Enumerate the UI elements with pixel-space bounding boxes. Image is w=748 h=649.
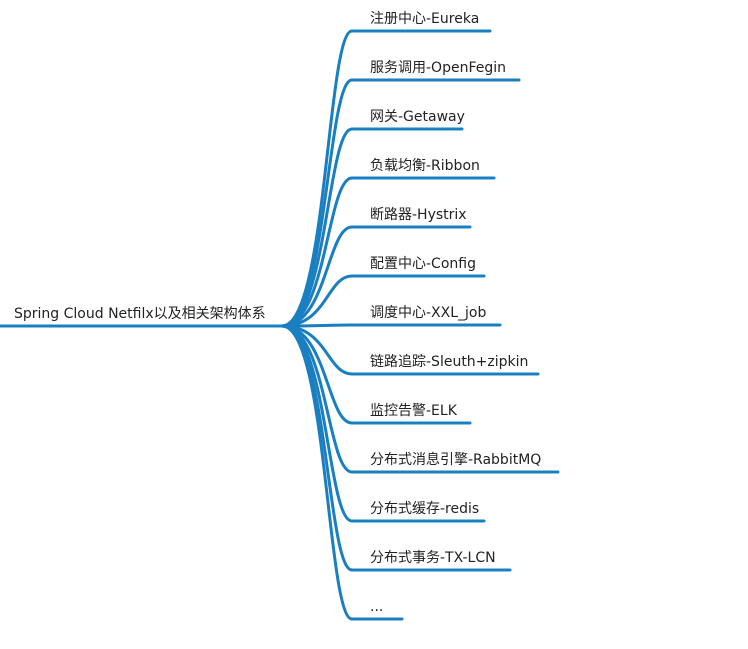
branch-node-label[interactable]: 链路追踪-Sleuth+zipkin <box>370 354 529 370</box>
branch-node-label[interactable]: 监控告警-ELK <box>370 403 457 419</box>
branch-node-label[interactable]: 网关-Getaway <box>370 109 465 125</box>
branch-node-label[interactable]: ... <box>370 599 384 615</box>
branch-node-label[interactable]: 服务调用-OpenFegin <box>370 60 506 76</box>
branch-node-label[interactable]: 分布式缓存-redis <box>370 501 480 517</box>
branch-node-label[interactable]: 断路器-Hystrix <box>370 207 467 223</box>
branch-node-label[interactable]: 分布式事务-TX-LCN <box>370 550 496 566</box>
branch-connector <box>280 274 354 328</box>
branch-node-label[interactable]: 分布式消息引擎-RabbitMQ <box>370 452 542 468</box>
root-node-label[interactable]: Spring Cloud Netfilx以及相关架构体系 <box>14 306 266 322</box>
branch-connector <box>280 324 354 572</box>
branch-connector <box>280 127 354 328</box>
branch-node-label[interactable]: 注册中心-Eureka <box>370 11 480 27</box>
branch-connector <box>280 176 354 328</box>
branch-node-label[interactable]: 负载均衡-Ribbon <box>370 158 480 174</box>
branch-connector <box>280 324 354 621</box>
branch-connector <box>280 78 354 328</box>
branch-connector <box>280 225 354 328</box>
branch-node-label[interactable]: 调度中心-XXL_job <box>370 305 487 321</box>
branch-node-label[interactable]: 配置中心-Config <box>370 256 476 272</box>
